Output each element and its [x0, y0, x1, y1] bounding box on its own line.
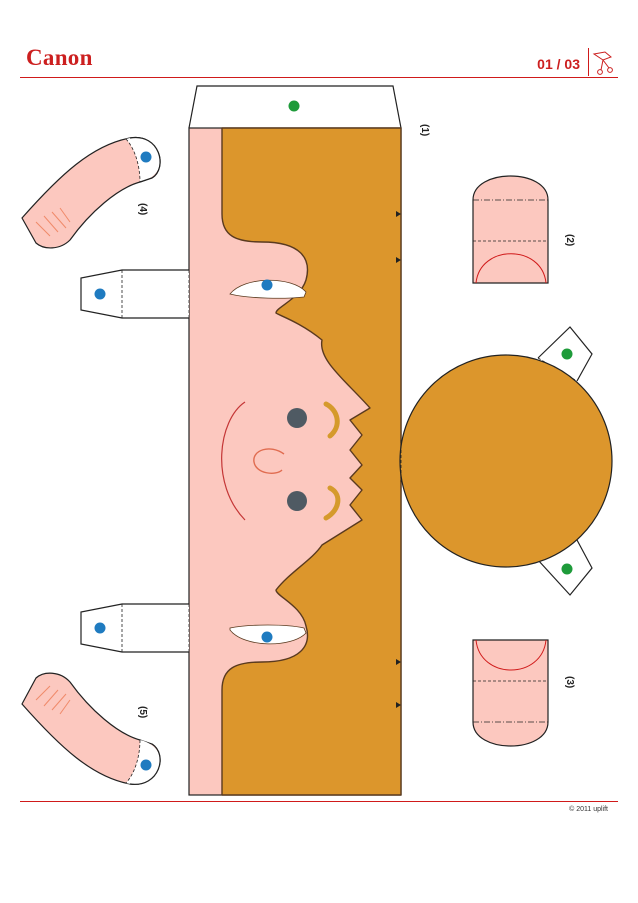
footer-rule [20, 801, 618, 802]
canon-logo: Canon [26, 45, 93, 70]
glue-dot-blue-arm-bottom [94, 622, 106, 634]
copyright-text: © 2011 uplift [569, 806, 608, 813]
glue-dot-blue-eye-top [261, 279, 273, 291]
face-eye-top [287, 408, 307, 428]
fold-marks [396, 211, 401, 708]
part-label-5: (5) [137, 706, 148, 718]
glue-dot-green-head-bottom [561, 563, 573, 575]
glue-dot-blue-eye-bottom [261, 631, 273, 643]
arm-tab-bottom [80, 603, 190, 653]
part-2-piece [472, 175, 549, 284]
part-label-1: (1) [419, 124, 430, 136]
part-5-foot [21, 672, 161, 785]
part-3-piece [472, 639, 549, 747]
eyebrow-bottom [323, 485, 341, 521]
face-outline-stroke [221, 401, 246, 521]
head-circle [399, 326, 613, 596]
glue-dot-blue-foot-4 [140, 151, 152, 163]
glue-dot-blue-foot-5 [140, 759, 152, 771]
glue-dot-blue-arm-top [94, 288, 106, 300]
part-1-body [188, 85, 402, 796]
face-eye-bottom [287, 491, 307, 511]
header-rule [20, 77, 618, 78]
hair-region [221, 127, 402, 796]
page-indicator: 01 / 03 [537, 56, 580, 72]
part-label-4: (4) [137, 203, 148, 215]
arm-tab-top [80, 269, 190, 319]
nose [253, 448, 285, 474]
part-label-2: (2) [564, 234, 575, 246]
eyebrow-top [323, 401, 340, 439]
glue-dot-green-head-top [561, 348, 573, 360]
header-divider [588, 48, 589, 76]
glue-dot-green [288, 100, 300, 112]
part-label-3: (3) [564, 676, 575, 688]
scissors-icon [591, 48, 617, 81]
part-4-foot [21, 137, 161, 249]
